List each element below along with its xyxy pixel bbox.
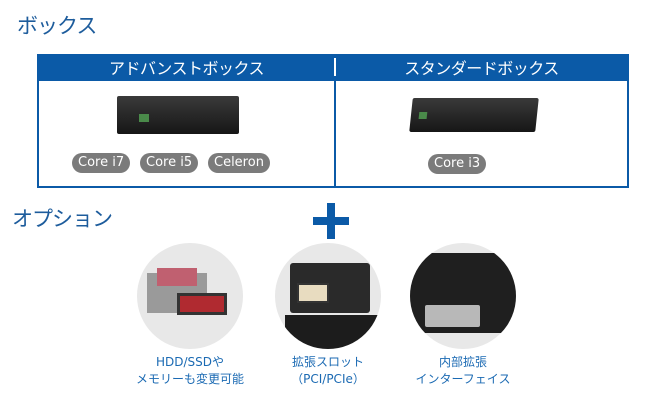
standard-box-header: スタンダードボックス	[336, 56, 627, 81]
advanced-box-image	[117, 96, 239, 134]
section-title-box: ボックス	[17, 14, 97, 38]
cpu-badge: Core i7	[72, 153, 131, 173]
cpu-badge: Core i5	[140, 153, 199, 173]
divider	[334, 56, 336, 188]
expansion-slot-image	[275, 243, 381, 349]
caption-line: 内部拡張	[438, 355, 487, 369]
plus-icon	[313, 203, 349, 239]
caption-line: （PCI/PCIe）	[291, 372, 365, 386]
section-title-option: オプション	[12, 207, 113, 231]
cpu-badge: Celeron	[208, 153, 270, 173]
option-caption: HDD/SSDやメモリーも変更可能	[120, 354, 260, 388]
option-caption: 内部拡張インターフェイス	[393, 354, 533, 388]
caption-line: メモリーも変更可能	[135, 372, 244, 386]
hdd-ssd-image	[137, 243, 243, 349]
caption-line: HDD/SSDや	[155, 355, 225, 369]
box-comparison-panel: アドバンストボックス スタンダードボックス Core i7 Core i5 Ce…	[37, 54, 629, 188]
cpu-badge: Core i3	[428, 154, 487, 174]
header-divider	[334, 58, 336, 76]
caption-line: インターフェイス	[415, 372, 511, 386]
internal-interface-image	[410, 243, 516, 349]
advanced-box-header: アドバンストボックス	[39, 56, 334, 81]
standard-box-image	[409, 98, 539, 132]
option-caption: 拡張スロット （PCI/PCIe）	[258, 354, 398, 388]
caption-line: 拡張スロット	[291, 355, 364, 369]
